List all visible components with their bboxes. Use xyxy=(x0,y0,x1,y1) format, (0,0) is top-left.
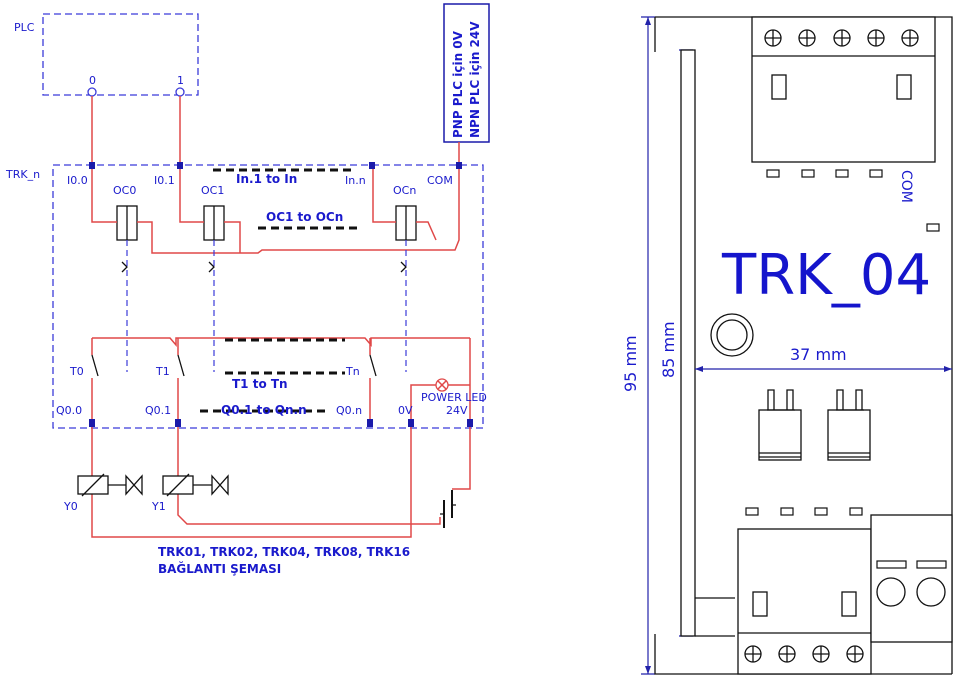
board-components xyxy=(758,389,871,461)
t1-label: T1 xyxy=(155,365,170,378)
input-label-i01: I0.1 xyxy=(154,174,175,187)
supply-note-line2: NPN PLC için 24V xyxy=(468,21,482,138)
input-label-com: COM xyxy=(427,174,453,187)
connection-schematic: PLC 0 1 PNP PLC için 0V NPN PLC için 24V… xyxy=(5,3,490,576)
mechanical-drawing: 95 mm 85 mm COM TRK_04 37 mm xyxy=(621,16,953,675)
trk-label: TRK_n xyxy=(5,168,40,181)
input-label-inn: In.n xyxy=(345,174,366,187)
plc-box xyxy=(42,13,199,96)
output-label-24v: 24V xyxy=(446,404,468,417)
ocn-label: OCn xyxy=(393,184,416,197)
com-label: COM xyxy=(898,170,914,203)
input-range-label: In.1 to In xyxy=(236,172,297,186)
y1-label: Y1 xyxy=(151,500,166,513)
caption-title: BAĞLANTI ŞEMASI xyxy=(158,561,281,576)
y0-label: Y0 xyxy=(63,500,78,513)
output-label-q0n: Q0.n xyxy=(336,404,362,417)
dim-total-height: 95 mm xyxy=(621,335,640,392)
model-name: TRK_04 xyxy=(721,243,931,308)
trk-box xyxy=(52,164,484,429)
output-label-q01: Q0.1 xyxy=(145,404,171,417)
tn-label: Tn xyxy=(345,365,360,378)
q-range-label: Q0.1 to Qn.n xyxy=(221,403,307,417)
supply-note-line1: PNP PLC için 0V xyxy=(451,30,465,138)
plc-terminal-0 xyxy=(87,87,97,97)
oc0-label: OC0 xyxy=(113,184,136,197)
plc-pin1-label: 1 xyxy=(177,74,184,87)
input-label-i00: I0.0 xyxy=(67,174,88,187)
oc1-label: OC1 xyxy=(201,184,224,197)
output-label-q00: Q0.0 xyxy=(56,404,82,417)
plc-pin0-label: 0 xyxy=(89,74,96,87)
supply-note-box xyxy=(443,3,490,143)
oc-range-label: OC1 to OCn xyxy=(266,210,343,224)
power-connector xyxy=(870,514,953,643)
t-range-label: T1 to Tn xyxy=(232,377,288,391)
power-led-label: POWER LED xyxy=(421,391,487,404)
plc-terminal-1 xyxy=(175,87,185,97)
plc-label: PLC xyxy=(14,21,35,34)
caption-models: TRK01, TRK02, TRK04, TRK08, TRK16 xyxy=(158,545,410,559)
dim-width: 37 mm xyxy=(790,345,847,364)
t0-label: T0 xyxy=(69,365,84,378)
output-label-0v: 0V xyxy=(398,404,413,417)
dim-board-height: 85 mm xyxy=(659,321,678,378)
